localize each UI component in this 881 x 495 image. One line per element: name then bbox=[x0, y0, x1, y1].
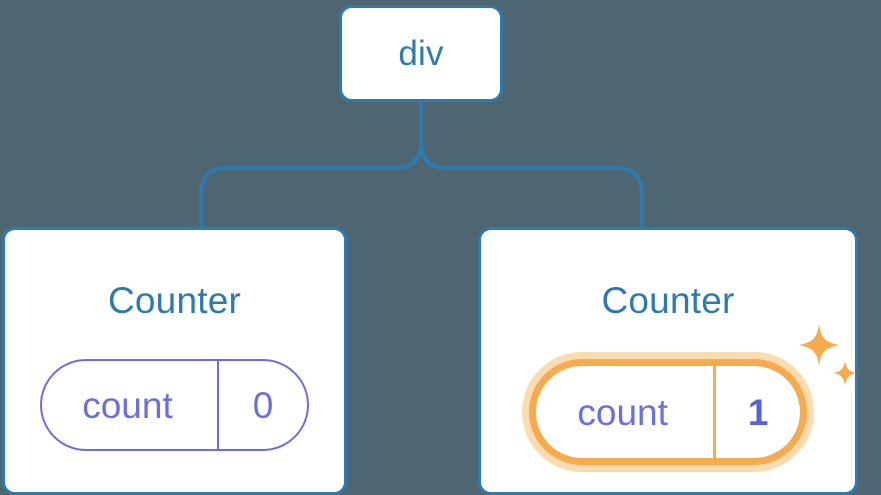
component-card-counter-left[interactable]: Counter count 0 bbox=[2, 227, 347, 495]
connector-to-left-card bbox=[199, 101, 423, 227]
state-pill-divider bbox=[217, 361, 219, 449]
state-pill-wrapper-right: count 1 bbox=[481, 359, 855, 465]
state-pill-key: count bbox=[82, 384, 173, 426]
tree-node-div[interactable]: div bbox=[339, 5, 503, 102]
state-pill-value: 0 bbox=[252, 384, 274, 426]
connector-to-right-card bbox=[419, 101, 644, 227]
component-card-title: Counter bbox=[107, 280, 242, 321]
state-pill-count-right[interactable]: count 1 bbox=[529, 359, 807, 465]
state-pill-divider bbox=[713, 366, 717, 458]
component-card-counter-right[interactable]: Counter count 1 bbox=[478, 227, 858, 495]
state-pill-wrapper-left: count 0 bbox=[5, 359, 344, 451]
tree-node-div-label: div bbox=[398, 34, 444, 73]
state-pill-value: 1 bbox=[747, 391, 769, 433]
state-pill-count-left[interactable]: count 0 bbox=[40, 359, 309, 451]
component-card-title: Counter bbox=[601, 280, 735, 321]
state-pill-key: count bbox=[577, 391, 668, 433]
